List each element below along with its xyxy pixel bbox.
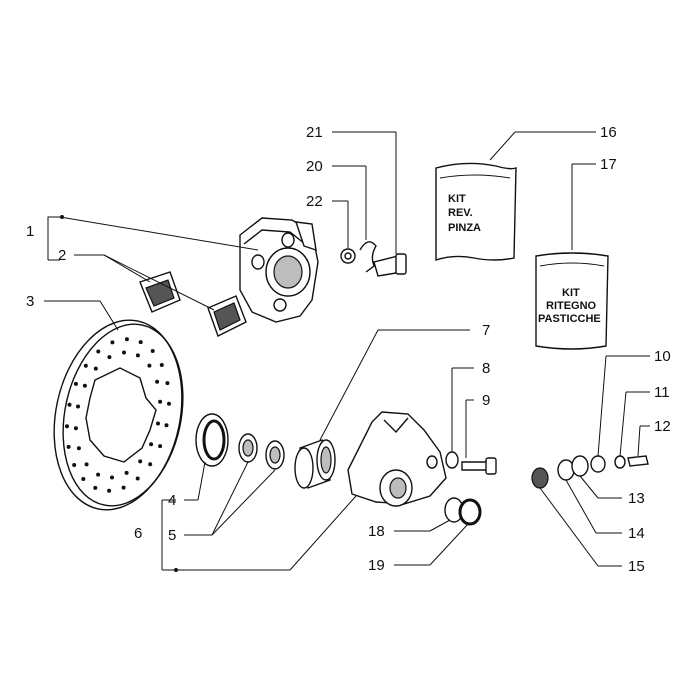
callout-18: 18 (368, 523, 385, 540)
disc-hole (66, 444, 71, 449)
disc-hole (159, 363, 164, 367)
disc-hole (107, 355, 112, 360)
callout-22: 22 (306, 193, 323, 210)
disc-hole (83, 363, 88, 368)
disc-hole (81, 477, 86, 481)
disc-hole (93, 485, 98, 490)
disc-hole (73, 381, 78, 386)
bracket-marks (60, 215, 178, 572)
kit-17-line-2: RITEGNO (546, 300, 597, 312)
callout-6: 6 (134, 525, 142, 542)
callout-15: 15 (628, 558, 645, 575)
kit-16-line-3: PINZA (448, 222, 481, 234)
callout-1: 1 (26, 223, 34, 240)
callout-20: 20 (306, 158, 323, 175)
callout-13: 13 (628, 490, 645, 507)
caliper-small-parts (340, 241, 407, 277)
disc-hole (135, 353, 140, 358)
disc-hole (155, 379, 160, 384)
bearings (238, 433, 285, 470)
disc-hole (67, 402, 72, 407)
disc-hole (124, 337, 129, 342)
brake-disc (53, 319, 184, 511)
disc-hole (149, 442, 154, 447)
callout-21: 21 (306, 124, 323, 141)
disc-hole (138, 459, 143, 464)
disc-hole (147, 363, 152, 368)
disc-hole (135, 476, 140, 481)
kit-17-line-1: KIT (562, 287, 580, 299)
callout-9: 9 (482, 392, 490, 409)
callout-5: 5 (168, 527, 176, 544)
callout-10: 10 (654, 348, 671, 365)
disc-hole (76, 446, 81, 451)
kit-17-line-3: PASTICCHE (538, 313, 601, 325)
disc-hole (156, 421, 160, 426)
callout-16: 16 (600, 124, 617, 141)
disc-hole (96, 349, 101, 354)
callout-8: 8 (482, 360, 490, 377)
disc-hole (150, 349, 155, 353)
kit-package-17: KIT RITEGNO PASTICCHE (535, 252, 609, 350)
disc-hole (121, 485, 126, 490)
rings-18-19 (444, 497, 482, 526)
callout-7: 7 (482, 322, 490, 339)
kit-16-line-1: KIT (448, 193, 466, 205)
callout-labels: 1 2 3 4 5 6 7 8 9 10 11 12 13 14 15 16 1… (26, 124, 671, 575)
callout-11: 11 (654, 384, 670, 401)
caliper-assembly (239, 217, 319, 323)
callout-17: 17 (600, 156, 617, 173)
callout-12: 12 (654, 418, 671, 435)
disc-hole (165, 381, 170, 386)
callout-3: 3 (26, 293, 34, 310)
callout-19: 19 (368, 557, 385, 574)
disc-hole (96, 472, 101, 477)
disc-hole (73, 426, 78, 431)
washer-bolt-8-9 (445, 451, 497, 475)
disc-hole (76, 404, 80, 409)
disc-hole (107, 488, 112, 493)
disc-hole (148, 462, 153, 467)
disc-hole (65, 424, 69, 429)
kit-16-line-2: REV. (448, 207, 473, 219)
disc-hole (122, 350, 126, 355)
roller-bearing (294, 439, 336, 489)
disc-hole (167, 401, 171, 406)
callout-2: 2 (58, 247, 66, 264)
disc-hole (110, 475, 114, 480)
disc-hole (124, 470, 129, 475)
callout-4: 4 (168, 492, 176, 509)
hub-body (347, 411, 447, 507)
leader-lines (44, 131, 650, 571)
adjuster-parts (531, 455, 649, 489)
disc-hole (82, 383, 87, 388)
disc-hole (158, 399, 163, 404)
oil-seal (195, 413, 229, 467)
disc-hole (93, 366, 98, 371)
disc-hole (72, 463, 77, 467)
disc-hole (110, 340, 115, 345)
brake-pads (139, 271, 247, 337)
disc-hole (138, 340, 143, 345)
callout-14: 14 (628, 525, 645, 542)
disc-hole (158, 444, 163, 449)
disc-hole (84, 462, 89, 467)
disc-hole (164, 423, 169, 428)
kit-package-16: KIT REV. PINZA (435, 162, 517, 261)
